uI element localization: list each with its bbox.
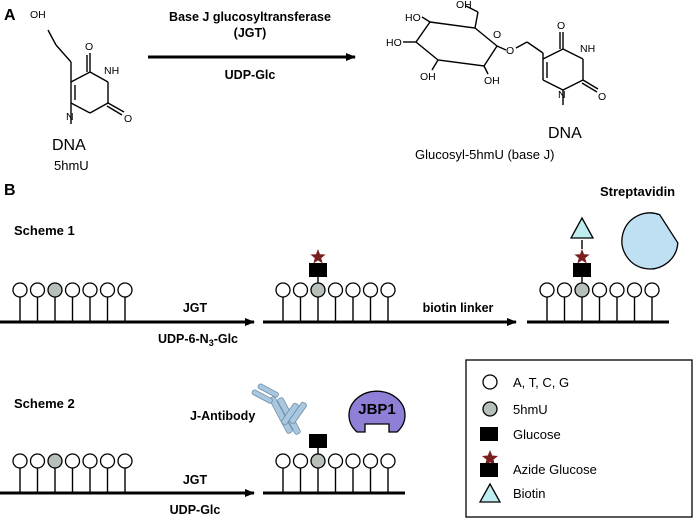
dna-base xyxy=(12,282,28,298)
hmu-base xyxy=(574,282,590,298)
hmu-base xyxy=(310,282,326,298)
dna-base xyxy=(64,453,81,469)
antibody-icon xyxy=(251,383,307,435)
legend-symbol-azide-glucose xyxy=(480,450,498,477)
legend-label-glucose: Glucose xyxy=(513,427,561,442)
scheme2-step-bottom: UDP-Glc xyxy=(170,503,221,517)
dna-base xyxy=(275,282,291,298)
jbp1-shape xyxy=(348,390,406,433)
hmu-base xyxy=(47,282,63,298)
dna-base xyxy=(99,453,116,469)
glc-oh-right: OH xyxy=(484,75,500,87)
scheme1-dna-biotin xyxy=(527,216,669,324)
basej-o-right: O xyxy=(598,91,606,103)
scheme1-step1-bottom: UDP-6-N3-Glc xyxy=(158,332,238,348)
dna-base xyxy=(380,453,396,469)
basej-nh: NH xyxy=(580,43,595,55)
hmu-nh: NH xyxy=(104,65,119,77)
dna-base xyxy=(12,453,28,469)
enzyme-name: Base J glucosyltransferase xyxy=(169,10,331,24)
dna-base xyxy=(345,282,361,298)
dna-base xyxy=(591,282,608,298)
dna-base xyxy=(292,453,309,469)
right-compound-name: Glucosyl-5hmU (base J) xyxy=(415,147,554,162)
panel-a-label: A xyxy=(4,7,16,24)
glucose-square xyxy=(309,263,327,277)
dna-base xyxy=(82,453,98,469)
dna-base xyxy=(327,453,344,469)
hmu-o-top: O xyxy=(85,41,93,53)
dna-base xyxy=(362,282,379,298)
dna-base xyxy=(292,282,309,298)
dna-base xyxy=(275,453,291,469)
streptavidin-shape xyxy=(621,212,679,270)
scheme2-dna-start xyxy=(0,453,142,495)
basej-o-top: O xyxy=(557,20,565,32)
legend-label-5hmu: 5hmU xyxy=(513,402,548,417)
jbp1-label: JBP1 xyxy=(358,401,396,418)
dna-base xyxy=(345,453,361,469)
legend-box xyxy=(465,359,693,518)
dna-base xyxy=(380,282,396,298)
biotin-triangle xyxy=(569,216,595,239)
hmu-structure xyxy=(47,29,125,124)
scheme2-dna-glucose xyxy=(263,434,405,495)
dna-base xyxy=(362,453,379,469)
glc-ring-o: O xyxy=(493,29,501,41)
azide-star xyxy=(574,249,590,264)
scheme1-step1-top: JGT xyxy=(183,301,208,315)
dna-base xyxy=(99,282,116,298)
scheme2-title: Scheme 2 xyxy=(14,396,75,411)
scheme1-title: Scheme 1 xyxy=(14,223,75,238)
panel-b-label: B xyxy=(4,182,16,199)
cofactor-label: UDP-Glc xyxy=(225,68,276,82)
scheme2-step-top: JGT xyxy=(183,473,208,487)
hmu-n: N xyxy=(66,111,74,123)
azide-star xyxy=(310,249,326,264)
glucose-square xyxy=(309,434,327,448)
hmu-oh-label: OH xyxy=(30,9,46,21)
scheme1-dna-start xyxy=(0,282,142,324)
right-dna-label: DNA xyxy=(548,125,582,142)
dna-base xyxy=(117,282,133,298)
legend-symbol-square-black xyxy=(480,427,498,441)
dna-base xyxy=(117,453,133,469)
glucose-square xyxy=(573,263,591,277)
glc-ho-2: HO xyxy=(386,37,402,49)
basej-n: N xyxy=(558,89,566,101)
dna-base xyxy=(64,282,81,298)
dna-base xyxy=(626,282,643,298)
scheme1-step2-top: biotin linker xyxy=(423,301,494,315)
dna-base xyxy=(82,282,98,298)
hmu-o-right: O xyxy=(124,113,132,125)
dna-base xyxy=(539,282,555,298)
j-antibody-label: J-Antibody xyxy=(190,409,255,423)
dna-base xyxy=(327,282,344,298)
scheme1-dna-azide xyxy=(263,249,405,324)
glc-link-o: O xyxy=(506,45,514,57)
legend-label-biotin: Biotin xyxy=(513,486,546,501)
dna-base xyxy=(609,282,625,298)
hmu-base xyxy=(310,453,326,469)
enzyme-abbrev: (JGT) xyxy=(234,26,267,40)
legend-label-azide-glucose: Azide Glucose xyxy=(513,462,597,477)
base-j-structure xyxy=(403,5,599,105)
streptavidin-label: Streptavidin xyxy=(600,184,675,199)
glc-ho-1: HO xyxy=(405,12,421,24)
dna-base xyxy=(556,282,573,298)
legend-symbol-triangle-cyan xyxy=(478,482,502,503)
left-compound-name: 5hmU xyxy=(54,158,89,173)
dna-base xyxy=(29,453,46,469)
legend-symbol-circle-white xyxy=(482,374,498,390)
dna-base xyxy=(29,282,46,298)
legend-label-bases: A, T, C, G xyxy=(513,375,569,390)
hmu-base xyxy=(47,453,63,469)
legend-symbol-circle-gray xyxy=(482,401,498,417)
glc-oh-top: OH xyxy=(456,0,472,11)
left-dna-label: DNA xyxy=(52,137,86,154)
glc-oh-bottom: OH xyxy=(420,71,436,83)
dna-base xyxy=(644,282,660,298)
